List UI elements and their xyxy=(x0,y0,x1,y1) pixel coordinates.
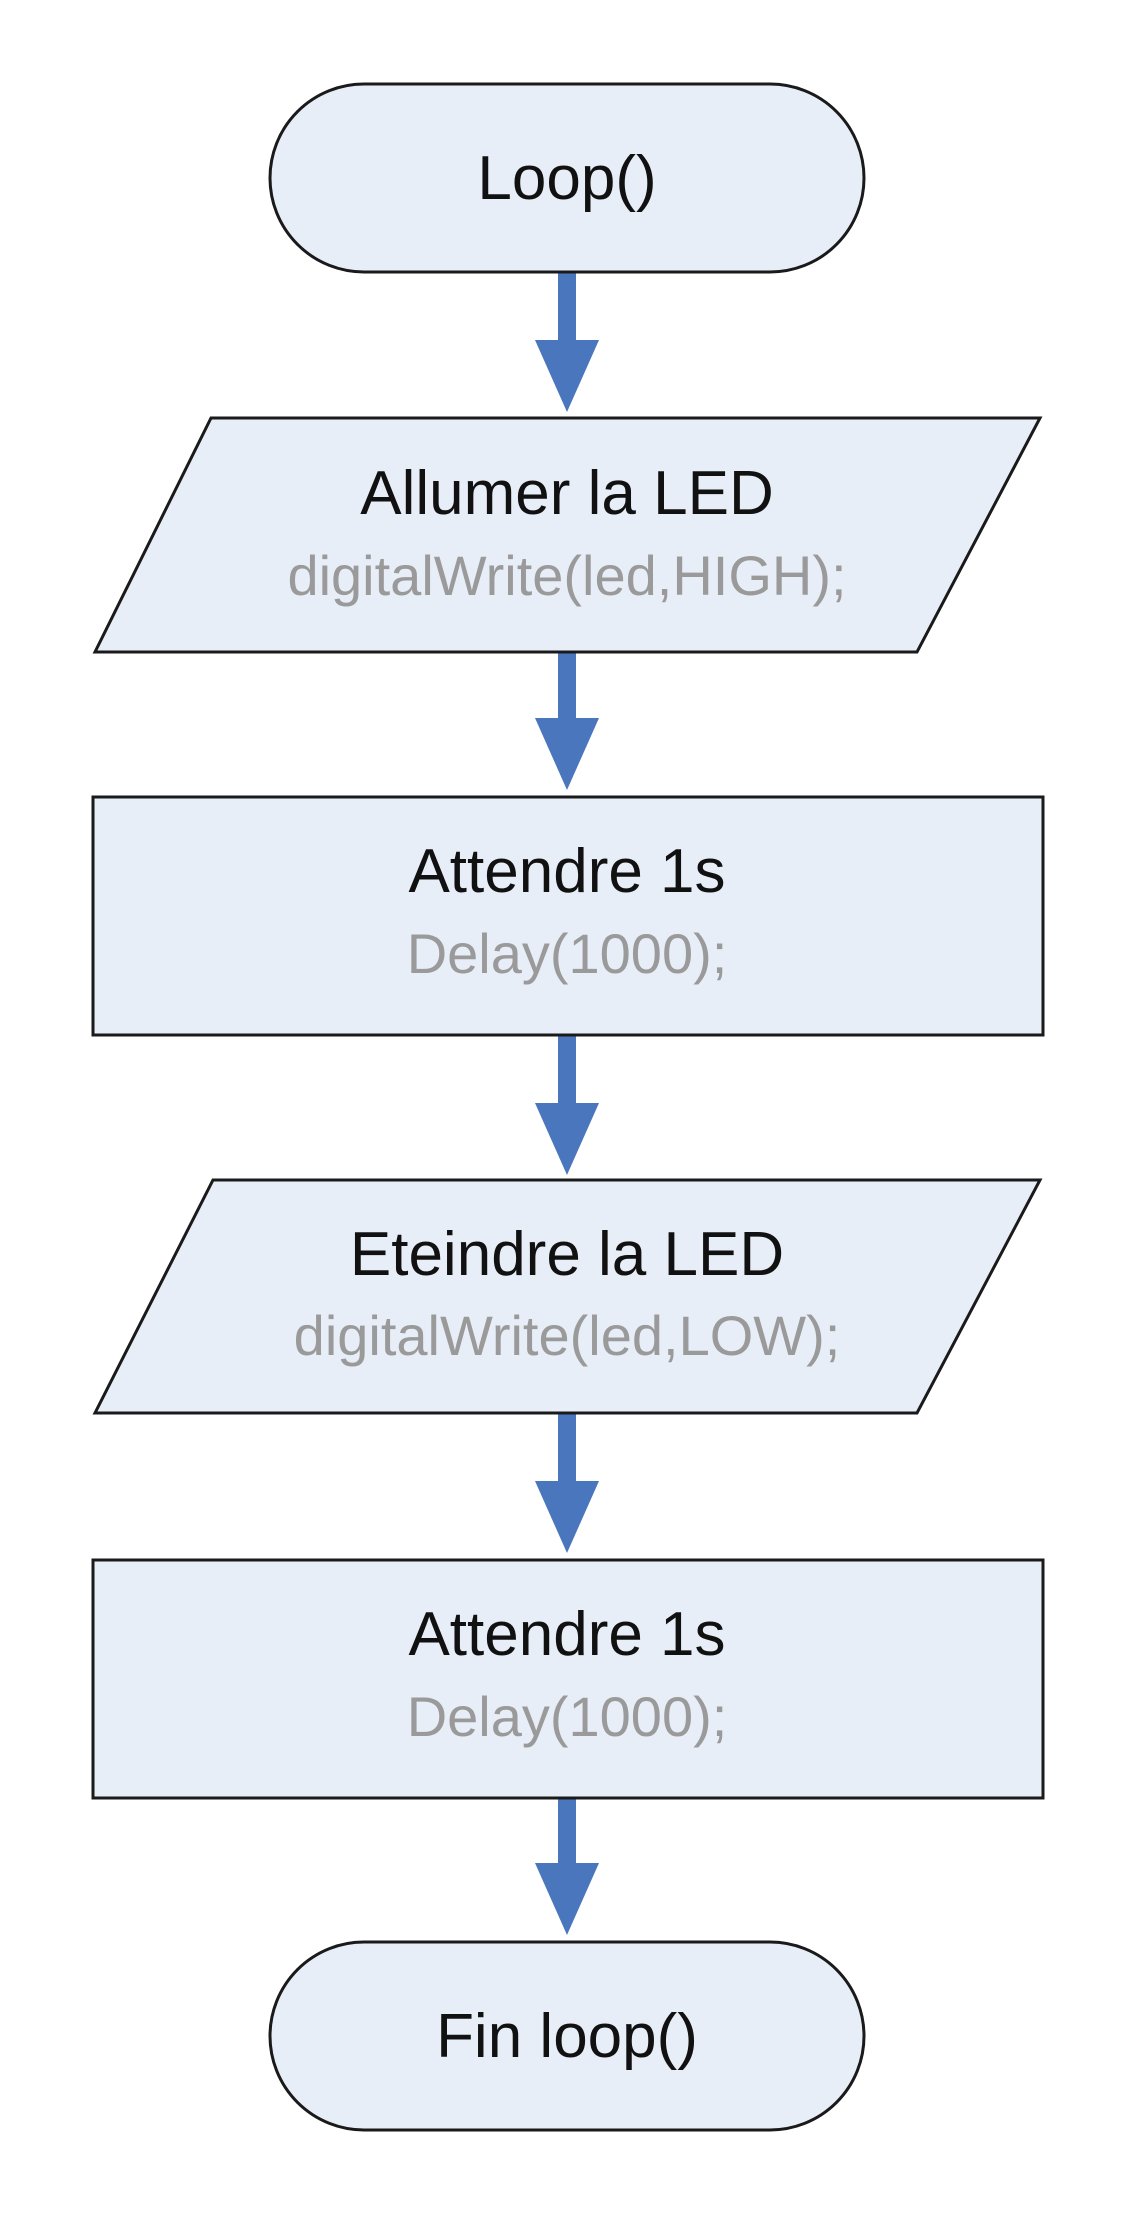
start-terminator: Loop() xyxy=(268,82,866,274)
attendre-2-code: Delay(1000); xyxy=(407,1685,728,1748)
allumer-code: digitalWrite(led,HIGH); xyxy=(287,544,846,607)
io-eteindre-led: Eteindre la LED digitalWrite(led,LOW); xyxy=(92,1178,1043,1415)
process-attendre-1: Attendre 1s Delay(1000); xyxy=(91,795,1045,1037)
io-allumer-led: Allumer la LED digitalWrite(led,HIGH); xyxy=(92,416,1043,654)
eteindre-label: Eteindre la LED xyxy=(350,1220,784,1289)
eteindre-code: digitalWrite(led,LOW); xyxy=(294,1304,841,1367)
attendre-2-label: Attendre 1s xyxy=(408,1600,725,1669)
allumer-label: Allumer la LED xyxy=(360,459,773,528)
arrow-attendre-1-to-eteindre xyxy=(535,1030,599,1175)
process-attendre-2: Attendre 1s Delay(1000); xyxy=(91,1558,1045,1800)
attendre-1-code: Delay(1000); xyxy=(407,922,728,985)
attendre-1-label: Attendre 1s xyxy=(408,837,725,906)
arrow-eteindre-to-attendre-2 xyxy=(535,1410,599,1553)
end-terminator: Fin loop() xyxy=(268,1940,866,2132)
arrow-allumer-to-attendre-1 xyxy=(535,647,599,790)
start-label: Loop() xyxy=(477,144,656,213)
arrow-attendre-2-to-fin xyxy=(535,1790,599,1935)
arrow-loop-to-allumer xyxy=(535,265,599,412)
end-label: Fin loop() xyxy=(436,2002,698,2071)
